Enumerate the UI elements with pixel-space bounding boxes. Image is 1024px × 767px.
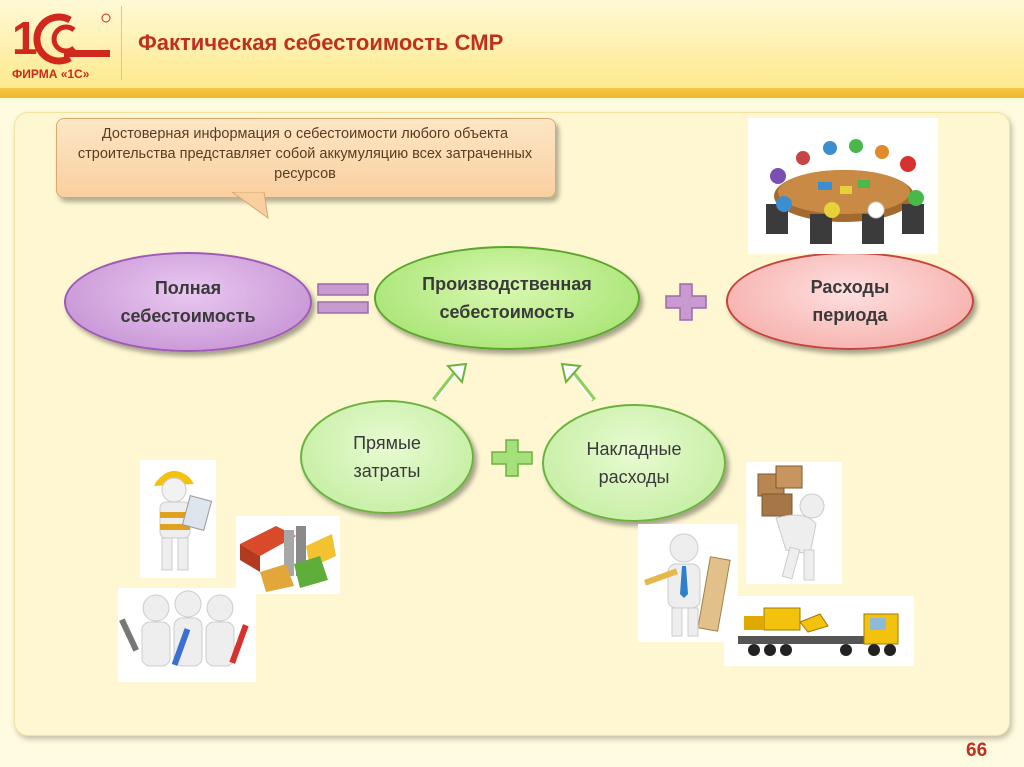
node-production-cost: Производственная себестоимость	[374, 246, 640, 350]
meeting-table-image	[748, 118, 938, 254]
callout-box	[56, 118, 556, 198]
node-period-expenses: Расходы периода	[726, 252, 974, 350]
plus-green-icon	[491, 439, 533, 477]
logo-1c: 1 ФИРМА «1С»	[12, 12, 111, 81]
node-full-line2: себестоимость	[120, 306, 256, 326]
node-full-line1: Полная	[154, 278, 222, 298]
worker-helmet-image	[140, 460, 216, 578]
plus-icon	[665, 283, 707, 321]
node-overhead-costs: Накладные расходы	[542, 404, 726, 522]
node-overhead-line2: расходы	[598, 467, 670, 487]
node-direct-costs: Прямые затраты	[300, 400, 474, 514]
header-bar	[0, 0, 1024, 92]
node-period-line1: Расходы	[810, 277, 890, 297]
materials-image	[236, 516, 340, 594]
node-period-line2: периода	[812, 305, 888, 325]
arrow-up-right-icon	[560, 362, 596, 402]
workers-tools-image	[118, 588, 256, 682]
arrow-up-left-icon	[432, 362, 468, 402]
page-number: 66	[966, 740, 988, 761]
node-direct-line2: затраты	[353, 461, 421, 481]
carrying-boxes-image	[746, 462, 842, 584]
svg-text:1: 1	[12, 12, 38, 64]
page-title: Фактическая себестоимость СМР	[138, 30, 504, 55]
node-overhead-line1: Накладные	[586, 439, 682, 459]
equals-icon	[317, 283, 369, 314]
callout-pointer	[231, 192, 269, 220]
node-direct-line1: Прямые	[353, 433, 421, 453]
node-full-cost: Полная себестоимость	[64, 252, 312, 352]
node-production-line2: себестоимость	[439, 302, 575, 322]
callout-text: Достоверная информация о себестоимости л…	[77, 126, 533, 182]
engineer-ruler-image	[638, 524, 738, 642]
node-production-line1: Производственная	[422, 274, 592, 294]
logo-text: ФИРМА «1С»	[12, 67, 90, 81]
header-band	[0, 88, 1024, 98]
logo-divider	[121, 6, 122, 80]
truck-loader-image	[724, 596, 914, 666]
